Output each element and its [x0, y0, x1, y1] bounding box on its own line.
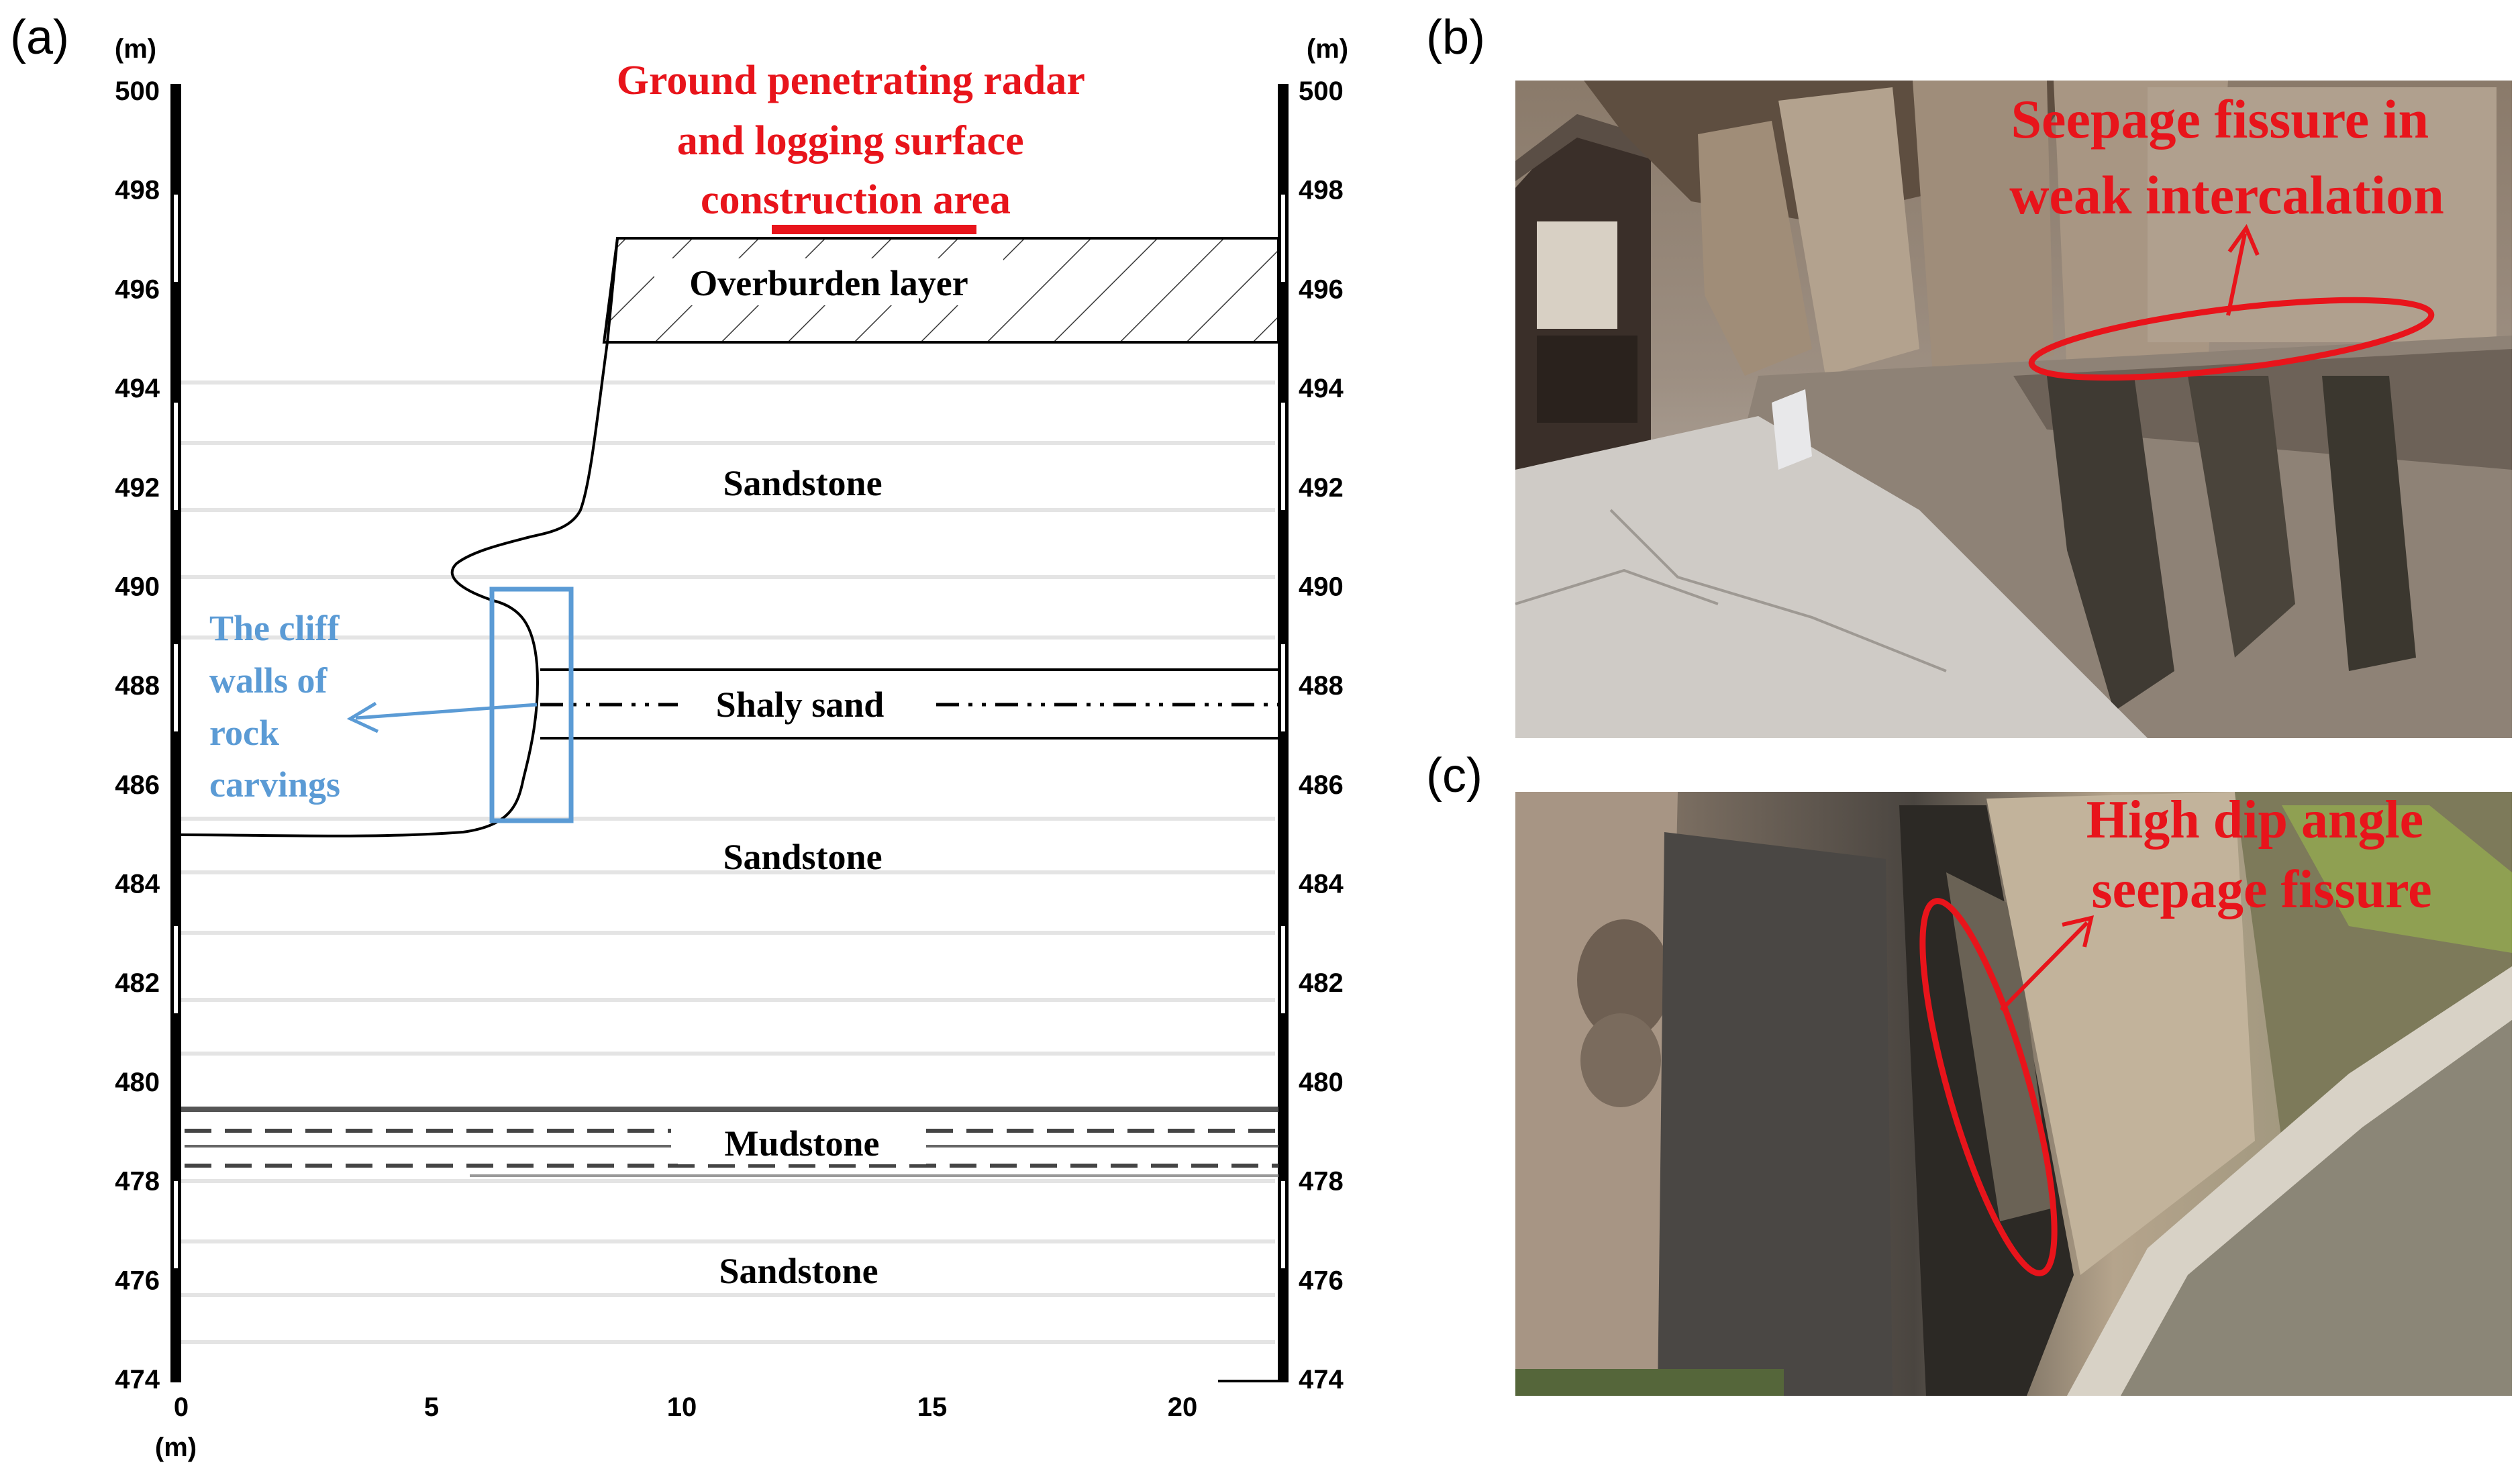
right-depth-tick-476: 476	[1299, 1266, 1344, 1295]
left-depth-tick-484: 484	[115, 870, 160, 899]
cliff-wall-box	[489, 587, 574, 823]
sandstone-middle-label: Sandstone	[723, 837, 882, 877]
panel-c-annotation-line-1: High dip angle	[2086, 791, 2423, 850]
left-depth-bar	[170, 84, 181, 1382]
shaly-sand-label: Shaly sand	[716, 684, 885, 725]
right-depth-tick-494: 494	[1299, 374, 1344, 403]
cliff-wall-label-line-1: The cliff	[209, 608, 340, 648]
left-depth-tick-480: 480	[115, 1068, 160, 1097]
overburden-label-bg	[654, 258, 1003, 305]
mudstone-label-bg	[678, 1117, 926, 1164]
right-depth-tick-482: 482	[1299, 968, 1344, 998]
panel-c-annotation: High dip angle seepage fissure	[2086, 791, 2437, 919]
left-depth-tick-474: 474	[115, 1365, 160, 1394]
right-depth-tick-490: 490	[1299, 572, 1344, 601]
cliff-wall-arrow-head	[346, 701, 379, 733]
cliff-profile	[181, 238, 619, 837]
construction-area-title: Ground penetrating radar and logging sur…	[617, 58, 1095, 223]
construction-area-title-line-3: construction area	[701, 177, 1011, 223]
right-depth-tick-492: 492	[1299, 473, 1344, 503]
distance-tick-20: 20	[1168, 1392, 1198, 1422]
panel-b-annotation: Seepage fissure in weak intercalation	[2009, 89, 2444, 225]
right-depth-tick-474: 474	[1299, 1365, 1344, 1394]
right-depth-tick-480: 480	[1299, 1068, 1344, 1097]
left-depth-ticks: 500 498 496 494 492 490 488 486 484 482 480 478 476 4…	[115, 77, 160, 1394]
panel-a: (a) (m) (m) (m)	[10, 11, 1348, 1462]
panel-b-arrow	[2226, 233, 2247, 316]
left-depth-tick-478: 478	[115, 1167, 160, 1196]
panel-a-label: (a)	[10, 11, 69, 64]
right-depth-tick-486: 486	[1299, 770, 1344, 800]
panel-b-label: (b)	[1426, 11, 1485, 64]
left-axis-unit: (m)	[115, 34, 156, 64]
right-depth-tick-498: 498	[1299, 176, 1344, 205]
cliff-wall-label: The cliff walls of rock carvings	[209, 608, 348, 805]
right-depth-tick-484: 484	[1299, 870, 1344, 899]
left-depth-tick-482: 482	[115, 968, 160, 998]
panel-c-fissure-ellipse	[1919, 898, 2058, 1276]
panel-b-annotation-line-1: Seepage fissure in	[2011, 89, 2429, 150]
right-depth-tick-496: 496	[1299, 274, 1344, 304]
mudstone-label: Mudstone	[724, 1123, 879, 1164]
panel-c-label: (c)	[1426, 749, 1482, 803]
left-depth-tick-486: 486	[115, 770, 160, 800]
distance-tick-5: 5	[424, 1392, 439, 1422]
panel-c-annotation-line-2: seepage fissure	[2091, 860, 2431, 919]
horizontal-distance-ticks: 0 5 10 15 20	[174, 1392, 1197, 1422]
left-depth-tick-494: 494	[115, 374, 160, 403]
sandstone-upper-label: Sandstone	[723, 463, 882, 503]
right-depth-tick-488: 488	[1299, 671, 1344, 701]
right-depth-tick-500: 500	[1299, 77, 1344, 106]
panel-b-photo	[1515, 81, 2512, 738]
panel-c-arrow	[1999, 921, 2089, 1012]
right-depth-tick-478: 478	[1299, 1167, 1344, 1196]
right-axis-unit: (m)	[1307, 34, 1348, 64]
left-depth-tick-496: 496	[115, 274, 160, 304]
left-depth-tick-500: 500	[115, 77, 160, 106]
sandstone-lower-label: Sandstone	[719, 1251, 878, 1291]
panel-b-arrow-head	[2227, 223, 2260, 256]
left-depth-tick-492: 492	[115, 473, 160, 503]
construction-area-title-line-2: and logging surface	[677, 118, 1024, 164]
right-depth-ticks: 500 498 496 494 492 490 488 486 484 482 480 478 476 4…	[1299, 77, 1344, 1394]
panel-c: (c) High dip angle	[1426, 749, 2512, 1396]
distance-tick-0: 0	[174, 1392, 189, 1422]
left-depth-bar-gaps	[174, 195, 178, 1268]
bedding-lines	[181, 380, 1275, 1344]
panel-c-arrow-head	[2062, 915, 2095, 948]
right-depth-bar-gaps	[1281, 195, 1285, 1268]
panel-b: (b)	[1426, 11, 2512, 738]
overburden-layer-label: Overburden layer	[689, 263, 968, 303]
left-depth-tick-490: 490	[115, 572, 160, 601]
distance-tick-15: 15	[917, 1392, 948, 1422]
cliff-wall-label-line-3: rock	[209, 713, 279, 753]
cliff-wall-label-line-2: walls of	[209, 660, 328, 701]
panel-b-annotation-line-2: weak intercalation	[2009, 164, 2444, 225]
left-depth-tick-476: 476	[115, 1266, 160, 1295]
cliff-wall-label-line-4: carvings	[209, 764, 340, 805]
cliff-wall-arrow	[355, 703, 538, 720]
right-depth-bar	[1278, 84, 1289, 1382]
left-depth-tick-488: 488	[115, 671, 160, 701]
construction-area-title-line-1: Ground penetrating radar	[617, 58, 1085, 103]
panel-c-photo	[1515, 792, 2512, 1396]
left-depth-tick-498: 498	[115, 176, 160, 205]
distance-tick-10: 10	[667, 1392, 697, 1422]
bottom-axis-unit: (m)	[155, 1433, 197, 1462]
